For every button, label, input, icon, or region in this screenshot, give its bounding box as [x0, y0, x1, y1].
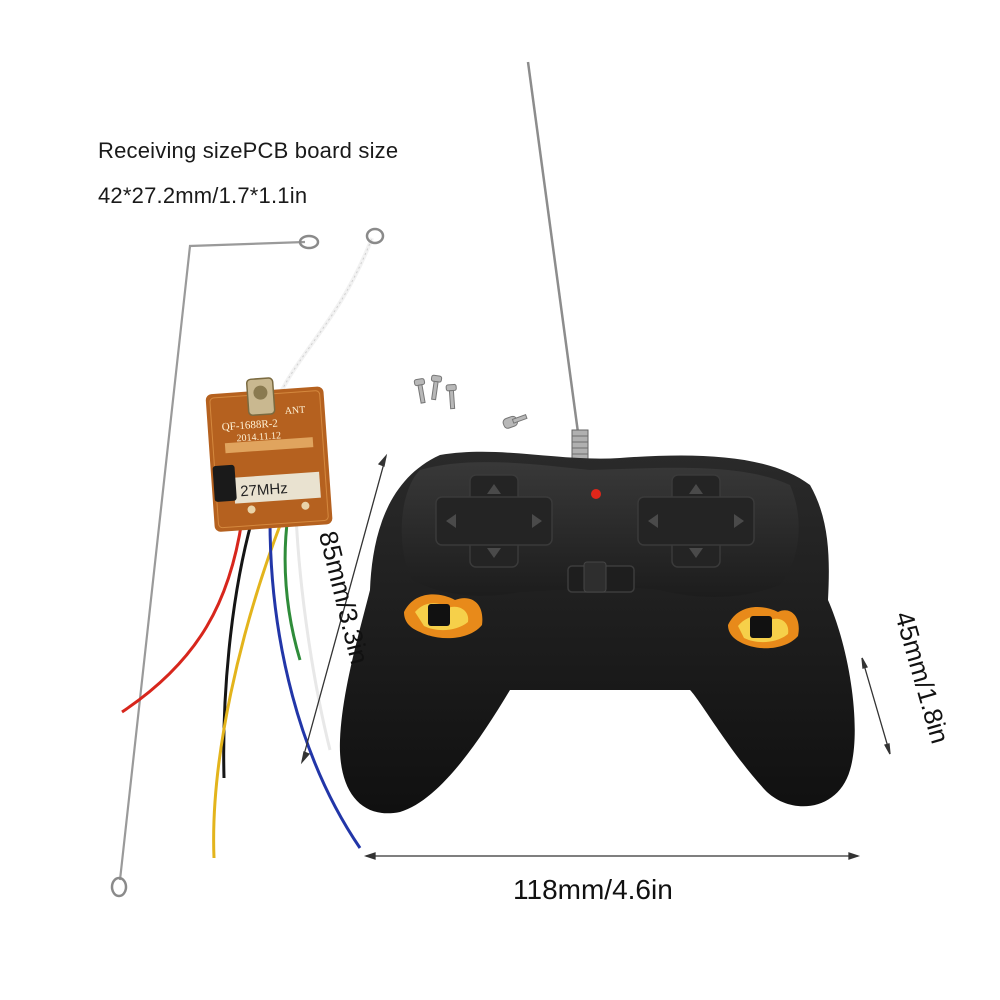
pcb-crystal-icon: [212, 464, 237, 502]
pcb-white-antenna-wire: [275, 227, 385, 401]
right-dpad-icon: [637, 474, 755, 568]
wire-white: [294, 514, 332, 751]
caption-board-title: Receiving sizePCB board size: [98, 138, 399, 163]
height-dimension-line: [301, 455, 387, 763]
width-dimension-label: 118mm/4.6in: [513, 874, 673, 905]
screws-icon: [413, 374, 528, 429]
wire-green: [283, 514, 302, 661]
wire-black: [222, 519, 254, 779]
wire-red: [121, 519, 244, 714]
pcb-frequency-label: 27MHz: [240, 480, 289, 500]
caption-board-size: 42*27.2mm/1.7*1.1in: [98, 183, 308, 208]
right-flame-sticker-icon: [728, 607, 799, 649]
left-dpad-icon: [435, 474, 553, 568]
power-led-icon: [591, 489, 601, 499]
pcb-ant-label: ANT: [284, 405, 305, 417]
receiver-pcb-board: ANT QF-1688R-2 2014.11.12 27MHz: [205, 377, 333, 532]
left-flame-sticker-icon: [404, 594, 483, 639]
transmitter-antenna: [526, 61, 589, 465]
pcb-date-label: 2014.11.12: [236, 430, 281, 444]
power-switch-icon: [567, 561, 635, 593]
receiver-wires: [121, 514, 362, 859]
wire-yellow: [212, 519, 284, 859]
remote-controller: [339, 451, 855, 814]
grip-dimension-line: [861, 657, 891, 755]
pcb-model-label: QF-1688R-2: [221, 418, 278, 434]
receiver-antenna-wire: [110, 234, 320, 898]
dimension-lines: [300, 453, 891, 860]
wire-blue: [268, 519, 362, 849]
